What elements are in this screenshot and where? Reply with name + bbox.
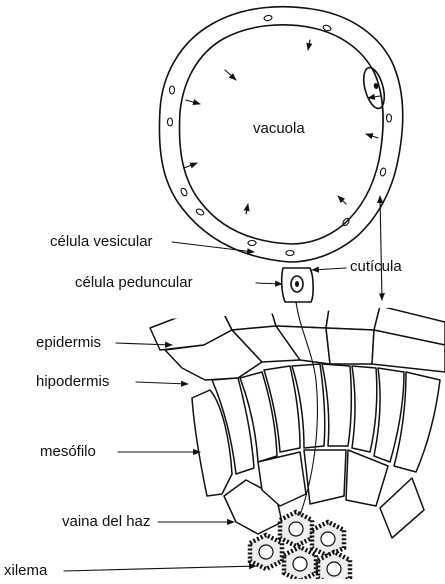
wall-arrow	[186, 100, 200, 104]
label-vacuole: vacuola	[253, 121, 305, 136]
hypodermis-cell	[326, 328, 374, 364]
wall-arrow	[368, 96, 380, 98]
label-xylem: xilema	[4, 563, 47, 578]
wall-arrow	[366, 134, 378, 138]
wall-arrow	[225, 70, 236, 80]
peduncular-cell-pointer	[256, 283, 282, 284]
peduncular-cell	[282, 268, 313, 302]
mesophyll-cell	[352, 366, 377, 452]
bundle-sheath-cell	[380, 478, 424, 538]
label-bundle-sheath: vaina del haz	[62, 514, 150, 529]
epidermal-cell	[268, 300, 330, 328]
hypodermis-pointer	[136, 382, 188, 384]
wall-arrow	[338, 196, 346, 204]
label-epidermis: epidermis	[36, 335, 101, 350]
label-vesicular-cell: célula vesicular	[50, 234, 153, 249]
xylem-pointer	[64, 566, 256, 571]
vesicular-cell-pointer	[172, 242, 254, 252]
label-peduncular-cell: célula peduncular	[75, 275, 193, 290]
cuticle-pointer	[312, 268, 346, 270]
wall-arrow	[246, 204, 248, 214]
epidermal-cell	[326, 302, 380, 330]
label-hypodermis: hipodermis	[36, 374, 109, 389]
label-cuticle: cutícula	[350, 259, 402, 274]
cuticle-arrow	[380, 196, 382, 300]
wall-arrow	[184, 163, 197, 168]
mesophyll-cell	[322, 364, 351, 446]
label-mesophyll: mesófilo	[40, 444, 96, 459]
wall-arrow	[308, 40, 310, 50]
leaf-tissue	[150, 300, 445, 538]
